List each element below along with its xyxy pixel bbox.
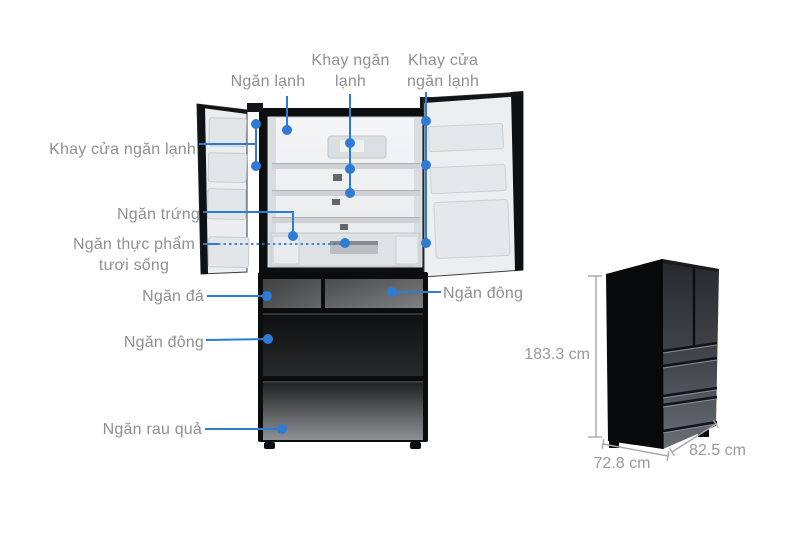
label-ngan-dong-right: Ngăn đông [443,285,524,302]
label-ngan-da: Ngăn đá [142,288,204,305]
freezer-drawer-small [325,279,423,308]
dimension-lines [588,275,719,462]
vegetable-drawer [263,381,423,440]
closed-fridge-door-gaps [662,341,718,433]
leader-ngan-trung [203,211,294,236]
label-khay-cua-ngan-lanh-left: Khay cửa ngăn lạnh [49,141,196,158]
label-ngan-dong-left: Ngăn đông [123,334,204,351]
right-door-bins [428,123,511,259]
label-ngan-trung: Ngăn trứng [117,206,200,223]
closed-fridge-door-highlights [662,344,718,434]
label-ngan-lanh: Ngăn lạnh [230,73,306,90]
ice-drawer [263,279,321,308]
right-door [423,91,524,278]
freezer-drawer-large [263,313,423,376]
label-khay-ngan-lanh: Khay ngăn lạnh [311,52,390,90]
depth-dimension-line [671,423,717,453]
label-dimension-depth: 82.5 cm [689,442,746,459]
left-door [196,103,250,275]
closed-fridge-illustration [606,258,719,450]
closed-fridge-front [662,259,719,449]
label-ngan-thuc-pham-tuoi-song: Ngăn thực phẩm tươi sống [72,236,196,274]
leader-ngan-dong-left [205,338,269,341]
leader-khay-cua-left [199,124,257,166]
label-dimension-width: 72.8 cm [593,455,651,472]
callout-dots [251,116,431,434]
label-dimension-height: 183.3 cm [524,346,590,363]
width-dimension-line [602,443,669,457]
closed-fridge-side [606,259,663,449]
drawer-unit [258,272,428,449]
label-ngan-rau-qua: Ngăn rau quả [102,421,202,438]
left-door-bins [206,117,250,269]
label-khay-cua-ngan-lanh-top: Khay cửa ngăn lạnh [406,52,480,90]
